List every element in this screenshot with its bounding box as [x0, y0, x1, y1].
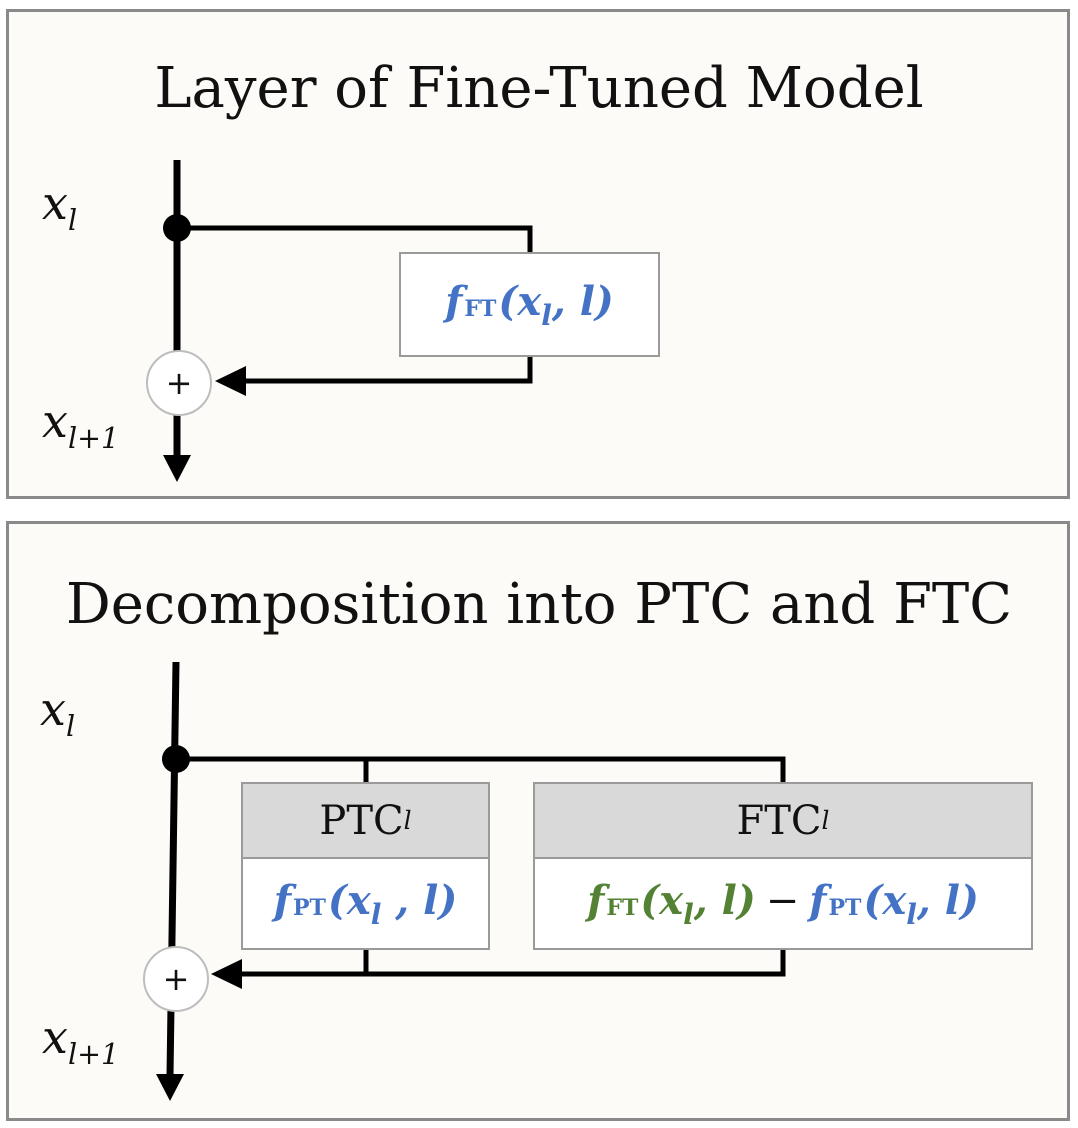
return-wire-top — [240, 356, 533, 384]
ptc-function-box: fPT(xl , l) — [241, 857, 490, 950]
sum-node-bottom: + — [143, 946, 209, 1012]
return-wire-bottom — [238, 948, 786, 977]
fine-tuned-function-box: fFT(xl, l) — [399, 252, 660, 357]
sum-node-top: + — [146, 350, 212, 416]
residual-stream-bottom — [166, 661, 180, 1076]
input-label-bottom: xl — [40, 682, 76, 743]
ftc-fine-tuned-term: fFT(xl, l) — [587, 876, 756, 931]
pretrained-function: fPT(xl , l) — [273, 876, 458, 931]
ftc-pretrained-term: fPT(xl, l) — [809, 876, 979, 931]
output-label-top: xl+1 — [42, 394, 120, 455]
return-arrowhead-top — [215, 366, 246, 396]
return-arrowhead-bottom — [211, 959, 242, 989]
ftc-function-box: fFT(xl, l)−fPT(xl, l) — [533, 857, 1033, 950]
output-arrowhead-top — [163, 455, 191, 482]
panel-title-top: Layer of Fine-Tuned Model — [154, 56, 924, 121]
fine-tuned-function: fFT(xl, l) — [445, 277, 614, 332]
panel-title-bottom: Decomposition into PTC and FTC — [65, 572, 1013, 637]
ftc-expression: fFT(xl, l)−fPT(xl, l) — [587, 877, 979, 931]
output-label-bottom: xl+1 — [42, 1010, 120, 1071]
minus-operator: − — [765, 877, 800, 924]
branch-wire-top — [177, 225, 533, 254]
output-arrowhead-bottom — [156, 1074, 184, 1101]
branch-wire-bottom — [176, 756, 786, 784]
input-label-top: xl — [42, 176, 78, 237]
